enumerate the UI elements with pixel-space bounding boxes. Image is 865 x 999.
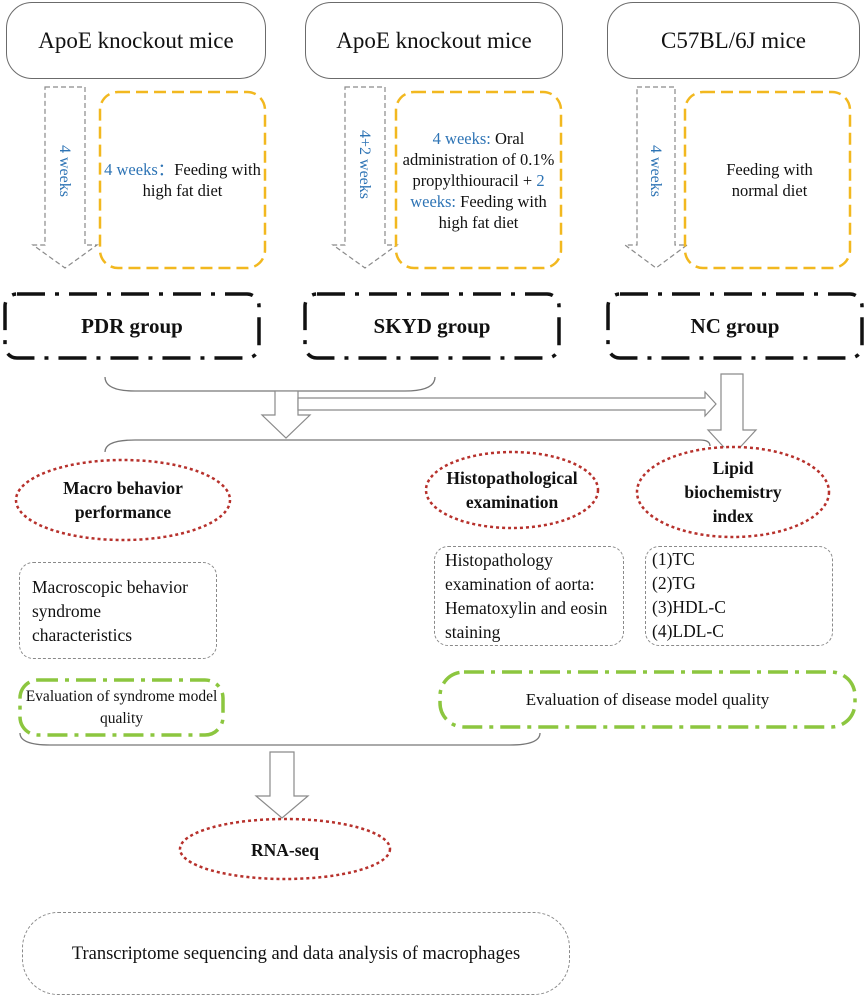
oval-lipid-line3: index	[712, 506, 754, 526]
syndrome-quality: Evaluation of syndrome model quality	[24, 684, 219, 731]
detail-macro-text: Macroscopic behavior syndrome characteri…	[32, 576, 188, 645]
group-frames	[3, 292, 864, 360]
treatment-nc: Feeding with normal diet	[712, 96, 827, 264]
source-box-nc: C57BL/6J mice	[607, 2, 860, 79]
detail-histo: Histopathology examination of aorta: Hem…	[434, 546, 624, 646]
oval-histo-line2: examination	[465, 492, 559, 512]
syndrome-quality-text: Evaluation of syndrome model quality	[25, 687, 218, 727]
source-label-pdr: ApoE knockout mice	[38, 27, 234, 53]
duration-label-nc: 4 weeks	[647, 145, 664, 197]
rnaseq-title: RNA-seq	[250, 840, 320, 860]
treatment-skyd-duration-1: 4 weeks:	[432, 128, 491, 148]
disease-quality-text: Evaluation of disease model quality	[525, 689, 770, 709]
oval-histo: Histopathological examination	[426, 454, 598, 526]
treatment-pdr-duration: 4 weeks：	[104, 160, 175, 179]
green-frame-syndrome	[18, 678, 225, 737]
oval-histo-line1: Histopathological	[446, 468, 578, 488]
disease-quality: Evaluation of disease model quality	[444, 676, 851, 723]
group-pdr: PDR group	[5, 294, 259, 358]
treatment-pdr-text: Feeding with high fat diet	[142, 160, 261, 200]
detail-lipid: (1)TC (2)TG (3)HDL-C (4)LDL-C	[645, 546, 833, 646]
treatment-frame-nc	[683, 90, 852, 270]
oval-macro: Macro behavior performance	[16, 462, 230, 538]
group-nc: NC group	[608, 294, 862, 358]
lipid-item: (3)HDL-C	[652, 597, 726, 617]
treatment-nc-text: Feeding with normal diet	[726, 160, 813, 200]
bracket-bottom	[19, 732, 541, 746]
treatment-skyd-text-2: Feeding with high fat diet	[438, 191, 547, 232]
oval-lipid: Lipid biochemistry index	[637, 450, 829, 534]
oval-macro-line2: performance	[74, 502, 172, 522]
ovals	[14, 445, 831, 881]
group-nc-label: NC group	[690, 313, 780, 338]
duration-label-skyd: 4+2 weeks	[356, 130, 373, 200]
bracket-evaluations	[104, 439, 711, 453]
arrow-skyd	[331, 86, 399, 269]
arrow-nc-down	[706, 373, 758, 457]
group-pdr-label: PDR group	[81, 313, 183, 338]
source-label-nc: C57BL/6J mice	[660, 27, 807, 53]
arrow-nc	[623, 86, 689, 269]
treatment-skyd-duration-2: 2 weeks:	[410, 170, 545, 211]
treatment-frame-pdr	[98, 90, 267, 270]
treatment-skyd: 4 weeks: Oral administration of 0.1% pro…	[400, 96, 557, 264]
rnaseq-detail-text: Transcriptome sequencing and data analys…	[71, 943, 521, 964]
lipid-item: (4)LDL-C	[652, 621, 724, 641]
group-skyd: SKYD group	[305, 294, 559, 358]
source-box-pdr: ApoE knockout mice	[6, 2, 266, 79]
duration-label-pdr: 4 weeks	[56, 145, 73, 197]
oval-rnaseq: RNA-seq	[180, 820, 390, 880]
source-box-skyd: ApoE knockout mice	[305, 2, 563, 79]
oval-lipid-line2: biochemistry	[684, 482, 782, 502]
oval-lipid-line1: Lipid	[712, 458, 754, 478]
arrow-merge-right	[297, 390, 717, 418]
treatment-pdr: 4 weeks：Feeding with high fat diet	[104, 96, 261, 264]
group-skyd-label: SKYD group	[373, 313, 491, 338]
arrow-rnaseq-down	[254, 751, 310, 819]
treatment-frame-skyd	[394, 90, 563, 270]
detail-rnaseq: Transcriptome sequencing and data analys…	[22, 912, 570, 995]
bracket-merge	[104, 376, 436, 392]
lipid-item: (2)TG	[652, 573, 696, 593]
green-frame-disease	[438, 670, 857, 729]
detail-histo-text: Histopathology examination of aorta: Hem…	[445, 550, 608, 642]
source-label-skyd: ApoE knockout mice	[336, 27, 532, 53]
lipid-item: (1)TC	[652, 549, 695, 569]
arrow-pdr	[31, 86, 99, 269]
treatment-skyd-text-1: Oral administration of 0.1% propylthiour…	[402, 128, 555, 190]
oval-macro-line1: Macro behavior	[63, 478, 183, 498]
detail-macro: Macroscopic behavior syndrome characteri…	[19, 562, 217, 659]
